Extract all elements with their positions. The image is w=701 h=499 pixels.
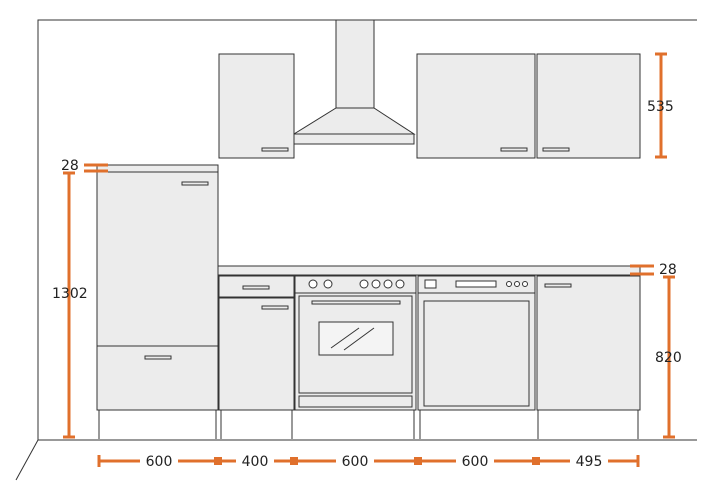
dishwasher-knob-left — [424, 279, 437, 289]
wall-cabinet-left — [218, 53, 295, 159]
label-width-4: 600 — [462, 454, 489, 470]
wall-cabinet-right-2 — [536, 53, 641, 159]
oven-knob-2 — [323, 279, 333, 289]
label-tall-unit-height: 1302 — [52, 286, 88, 302]
oven-window-reflection-2 — [343, 327, 375, 351]
label-width-5: 495 — [576, 454, 603, 470]
wall-cabinet-right-1-handle — [500, 147, 528, 152]
oven-storage-drawer — [298, 395, 413, 408]
floor-perspective-line — [15, 439, 39, 481]
dim-width-joint-3 — [414, 457, 422, 465]
label-width-1: 600 — [146, 454, 173, 470]
tall-unit-lower-handle — [144, 355, 172, 360]
drawer-handle — [242, 285, 270, 290]
hood-canopy — [292, 107, 416, 135]
label-tall-unit-top-thickness: 28 — [61, 158, 79, 174]
wall-cabinets — [218, 53, 641, 159]
dishwasher-door — [423, 300, 530, 407]
oven-knob-5 — [383, 279, 393, 289]
dishwasher-button-3 — [522, 281, 528, 287]
dimension-labels: 535 28 1302 28 820 600 400 600 600 495 — [52, 99, 682, 470]
label-width-2: 400 — [242, 454, 269, 470]
label-base-unit-height: 820 — [655, 350, 682, 366]
label-wall-cabinet-height: 535 — [647, 99, 674, 115]
dim-width-joint-1 — [214, 457, 222, 465]
countertop — [217, 265, 641, 276]
hood-chimney — [335, 19, 375, 109]
wall-cabinet-right-1 — [416, 53, 536, 159]
dimension-lines — [63, 52, 675, 467]
dishwasher-display — [455, 280, 497, 288]
base-cabinet-right-handle — [544, 283, 572, 288]
oven-handle — [311, 300, 401, 305]
tall-unit-upper-door — [96, 171, 219, 347]
label-countertop-thickness: 28 — [659, 262, 677, 278]
base-cabinet-right-door — [536, 275, 641, 411]
wall-cabinet-right-2-handle — [542, 147, 570, 152]
oven-knob-1 — [308, 279, 318, 289]
dishwasher-unit — [417, 275, 536, 439]
label-width-3: 600 — [342, 454, 369, 470]
oven-knob-3 — [359, 279, 369, 289]
base-door — [218, 297, 295, 411]
oven-window-reflection-1 — [330, 327, 360, 349]
oven-knob-4 — [371, 279, 381, 289]
base-door-handle — [261, 305, 289, 310]
oven-window — [318, 321, 394, 356]
dishwasher-button-2 — [514, 281, 520, 287]
tall-unit-top-panel — [96, 164, 219, 173]
tall-unit-upper-handle — [181, 181, 209, 186]
tall-fridge-unit — [96, 164, 219, 439]
extractor-hood — [292, 19, 416, 145]
dim-width-joint-4 — [532, 457, 540, 465]
base-cabinet-drawer-unit — [218, 275, 295, 439]
oven-unit — [294, 275, 417, 439]
dim-width-joint-2 — [290, 457, 298, 465]
base-cabinet-right — [536, 275, 641, 439]
wall-cabinet-left-handle — [261, 147, 289, 152]
hood-base — [293, 133, 415, 145]
oven-knob-6 — [395, 279, 405, 289]
dishwasher-button-1 — [506, 281, 512, 287]
